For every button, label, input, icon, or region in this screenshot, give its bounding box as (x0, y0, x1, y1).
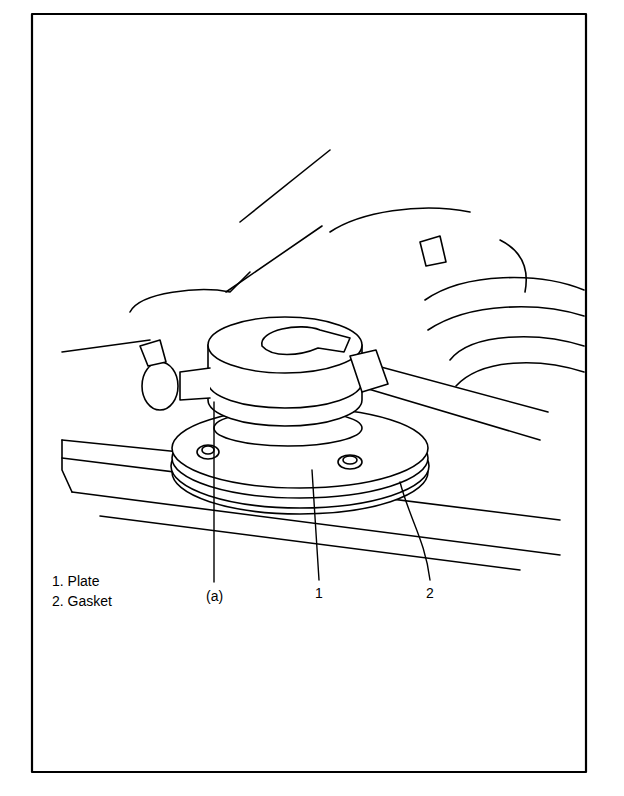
valve-cap-lip (208, 382, 362, 408)
bolt (338, 455, 362, 469)
bar-edge (62, 440, 72, 492)
legend-text: 2. Gasket (52, 594, 112, 608)
hose-clamp (420, 236, 446, 266)
background-line (130, 272, 250, 312)
hose-clamp (350, 350, 388, 392)
valve-body (208, 317, 362, 446)
hose (425, 278, 584, 300)
hose-end (142, 362, 178, 410)
hose-clamp (140, 340, 166, 366)
leader-line (213, 402, 214, 582)
background-line (330, 208, 470, 232)
bar-edge (100, 516, 520, 570)
valve-cap-top (208, 317, 362, 373)
valve-cap-mark (262, 327, 350, 355)
leader-line (312, 470, 319, 580)
bolt-head (202, 446, 214, 454)
bolt-head (343, 456, 357, 464)
figure-frame (32, 14, 586, 772)
bar-edge (62, 440, 180, 452)
legend-text: 1. Plate (52, 574, 99, 588)
left-hose (140, 340, 388, 410)
callout-number: 1 (315, 586, 323, 600)
hose (450, 337, 584, 360)
leader-line (400, 482, 430, 580)
background-line (500, 240, 526, 292)
hose (428, 307, 584, 330)
callout-number: 2 (426, 586, 434, 600)
engine-background (62, 150, 584, 386)
hose (456, 363, 584, 386)
bolt (197, 445, 219, 459)
background-line (62, 340, 150, 352)
hose-nipple (180, 368, 210, 400)
callout-letter: (a) (206, 589, 223, 603)
leader-lines (214, 402, 430, 582)
background-line (240, 150, 330, 222)
